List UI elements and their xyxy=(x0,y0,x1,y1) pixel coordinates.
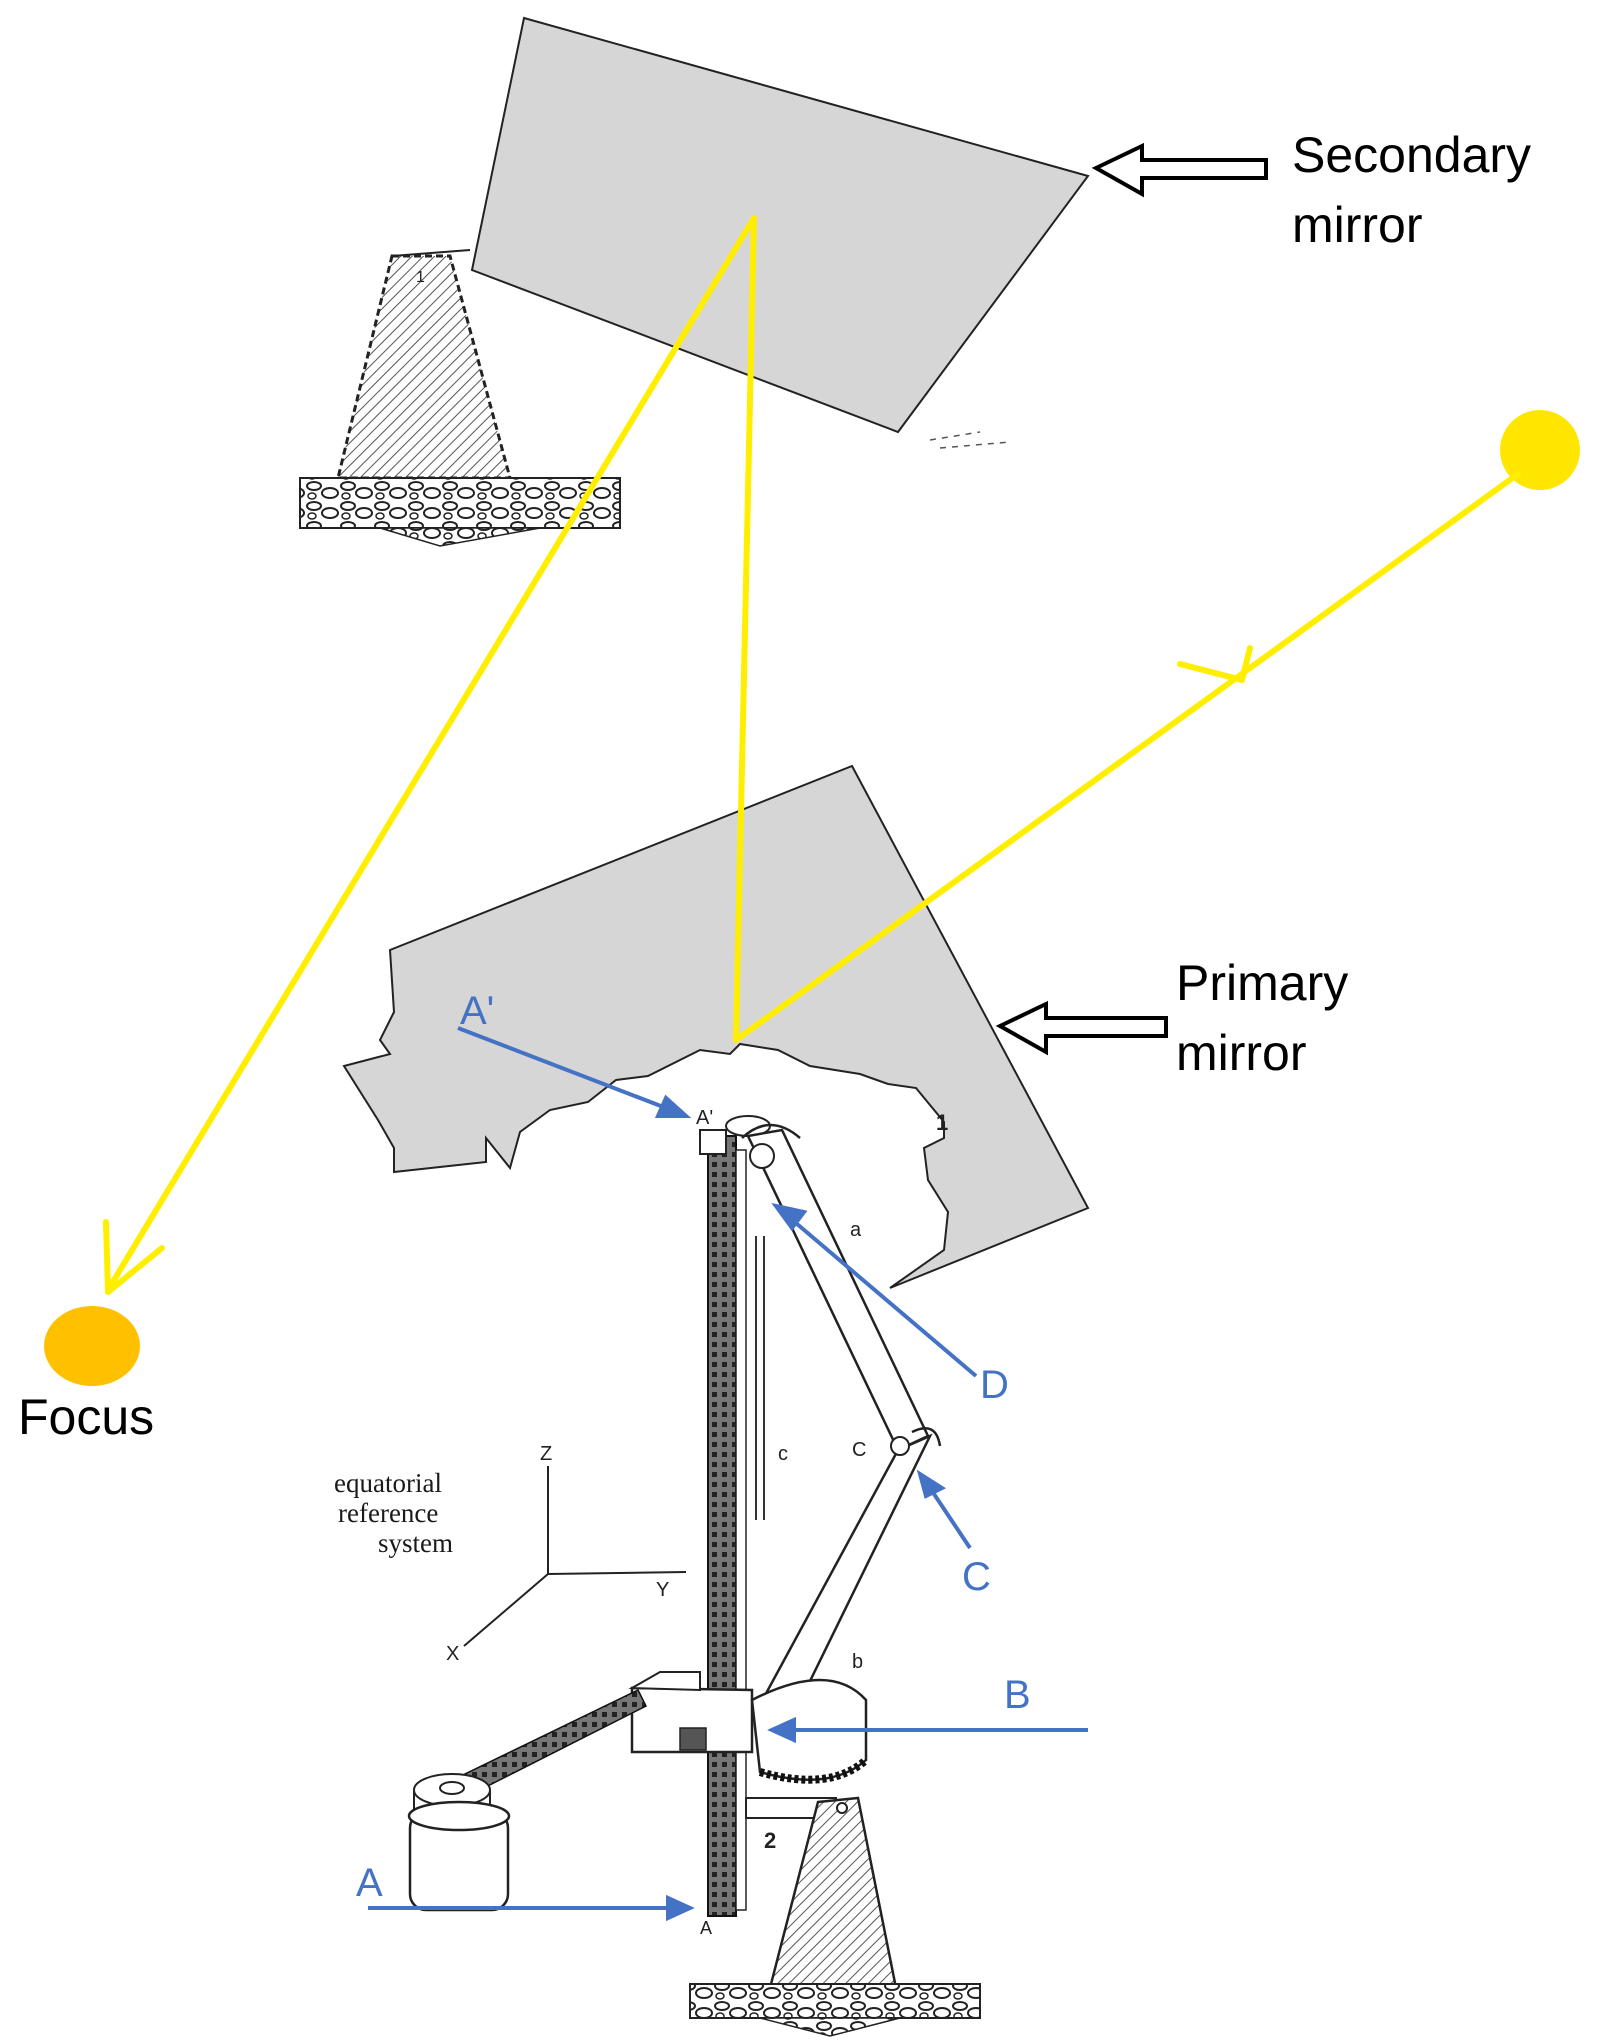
axis-y-label: Y xyxy=(656,1579,669,1601)
reference-system-line3: system xyxy=(378,1528,453,1558)
sun xyxy=(1500,410,1580,490)
point-b-label: B xyxy=(1004,1673,1031,1717)
secondary-mirror-shadow xyxy=(929,431,1011,449)
point-c-small: C xyxy=(852,1439,866,1461)
point-a-label: A xyxy=(356,1861,383,1905)
reference-system-line1: equatorial xyxy=(334,1468,442,1498)
linkage-rods xyxy=(741,1123,942,1729)
primary-mirror xyxy=(342,764,1090,1289)
secondary-mirror-arrow xyxy=(1091,142,1268,198)
base-drive xyxy=(407,1671,869,1912)
point-d-label: D xyxy=(980,1363,1009,1407)
point-a-prime-small: A' xyxy=(696,1107,713,1129)
secondary-pedestal: 1 xyxy=(299,249,621,547)
point-a-prime-label: A' xyxy=(460,989,494,1033)
rack-column xyxy=(699,1115,771,1917)
rod-b-label: b xyxy=(852,1651,863,1673)
secondary-mirror-label-line2: mirror xyxy=(1292,197,1423,253)
axis-x-label: X xyxy=(446,1643,459,1665)
reference-system-line2: reference xyxy=(338,1498,438,1528)
primary-pedestal: 2 xyxy=(689,1796,981,2037)
focus-point xyxy=(44,1306,140,1386)
pedestal-number: 2 xyxy=(764,1828,776,1853)
callout-arrows xyxy=(368,1026,1088,1922)
secondary-mirror xyxy=(470,16,1090,434)
point-a-small: A xyxy=(700,1918,712,1938)
focus-label: Focus xyxy=(18,1389,154,1445)
primary-mirror-label-line2: mirror xyxy=(1176,1025,1307,1081)
mirror-number: 1 xyxy=(936,1110,948,1135)
primary-mirror-label-line1: Primary xyxy=(1176,955,1348,1011)
reference-axes xyxy=(463,1466,687,1647)
secondary-mirror-label-line1: Secondary xyxy=(1292,127,1531,183)
axis-z-label: Z xyxy=(540,1443,552,1465)
rod-a-label: a xyxy=(850,1219,862,1241)
light-rays xyxy=(103,215,1521,1295)
rod-c-label: c xyxy=(778,1443,788,1465)
primary-mirror-arrow xyxy=(995,1000,1168,1056)
top-pedestal-number: 1 xyxy=(416,269,425,286)
point-c-label: C xyxy=(962,1555,991,1599)
